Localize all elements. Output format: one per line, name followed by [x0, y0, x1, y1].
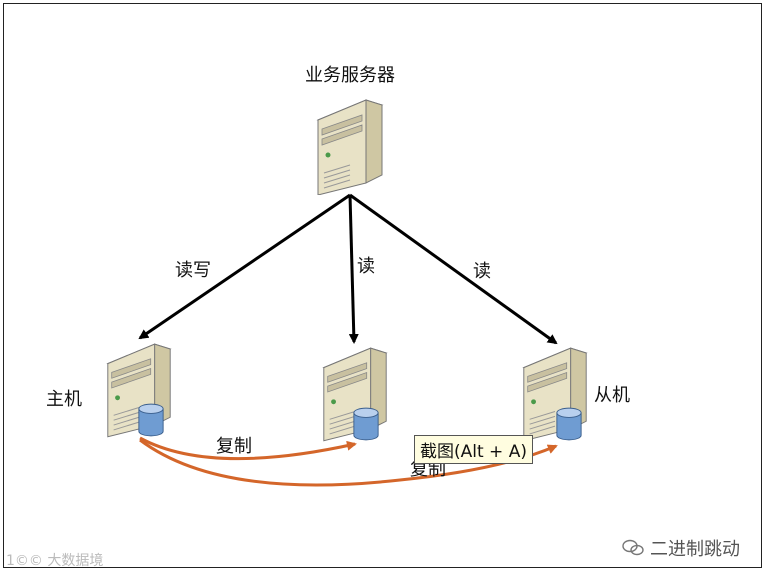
diagram-frame	[3, 3, 762, 568]
business-server-label: 业务服务器	[305, 65, 395, 86]
read-right-label: 读	[473, 261, 491, 282]
master-database-icon	[138, 403, 164, 437]
screenshot-tooltip: 截图(Alt + A)	[414, 435, 533, 464]
master-label: 主机	[46, 389, 82, 410]
arrow-read-right	[349, 193, 558, 345]
read-write-label: 读写	[175, 260, 211, 281]
slave-label: 从机	[594, 385, 630, 406]
arrow-read-middle	[348, 194, 359, 344]
replicate-label-1: 复制	[216, 436, 252, 457]
business-server-icon	[317, 99, 383, 195]
slave-database-icon	[556, 407, 582, 441]
read-middle-label: 读	[357, 256, 375, 277]
arrow-read-write	[138, 193, 351, 340]
watermark-right: 二进制跳动	[622, 535, 740, 562]
arrow-replicate-1	[139, 436, 357, 461]
wechat-icon	[622, 539, 644, 562]
replicate-label-2: 复制	[410, 459, 446, 480]
middle-database-icon	[353, 407, 379, 441]
watermark-right-text: 二进制跳动	[650, 539, 740, 560]
watermark-left: 1©© 大数据境	[6, 553, 104, 569]
